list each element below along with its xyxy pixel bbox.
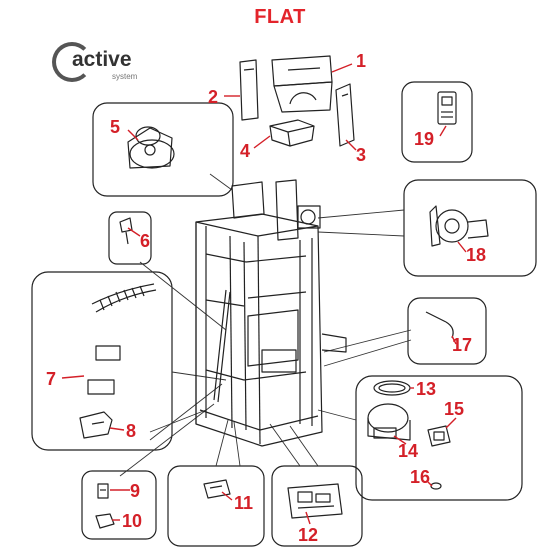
callout-box-9-10 (81, 470, 157, 540)
part-10-fuse-block (95, 513, 115, 529)
callout-box-5 (92, 102, 234, 197)
part-19-control-panel (437, 91, 457, 125)
part-13-gasket-ring (373, 380, 411, 396)
part-label-13: 13 (416, 379, 437, 399)
part-1-top-cover (271, 55, 333, 113)
part-6-fixing (119, 217, 133, 245)
part-14-exhaust-motor (367, 403, 411, 441)
part-3-right-panel (335, 83, 355, 147)
part-18-blower (429, 205, 489, 247)
part-label-15: 15 (444, 399, 465, 419)
part-4-firepot (269, 119, 315, 147)
part-label-14: 14 (398, 441, 419, 461)
callout-box-17 (407, 297, 487, 365)
part-label-17: 17 (452, 335, 473, 355)
part-2-left-panel (239, 59, 259, 121)
callout-box-19 (401, 81, 473, 163)
callout-box-6 (108, 211, 152, 265)
part-12-control-board (287, 483, 343, 519)
brand-logo: active system (52, 42, 152, 90)
part-17-temperature-probe (425, 311, 454, 339)
part-label-18: 18 (466, 245, 487, 265)
callout-box-13-16 (355, 375, 523, 501)
leader-lines (119, 173, 412, 477)
label-arrows (61, 63, 467, 525)
part-15-gasket-plate (427, 425, 451, 447)
part-label-19: 19 (414, 129, 435, 149)
part-11-thermostat (203, 479, 231, 499)
part-7-auger (87, 283, 157, 395)
part-label-8: 8 (126, 421, 137, 441)
part-label-1: 1 (356, 51, 367, 71)
callout-box-18 (403, 179, 537, 277)
part-label-6: 6 (140, 231, 151, 251)
callout-box-7-8 (31, 271, 173, 451)
part-label-10: 10 (122, 511, 143, 531)
part-label-4: 4 (240, 141, 251, 161)
part-16-grommet (430, 482, 442, 490)
part-label-7: 7 (46, 369, 57, 389)
stove-frame (195, 179, 347, 447)
part-label-5: 5 (110, 117, 121, 137)
part-label-11: 11 (234, 493, 254, 513)
callout-box-12 (271, 465, 363, 547)
logo-wordmark: active (72, 48, 132, 71)
logo-ring-icon (52, 42, 92, 82)
logo-subtext: system (112, 72, 138, 81)
part-label-12: 12 (298, 525, 319, 545)
part-9-switch (97, 483, 109, 499)
part-8-auger-motor (79, 411, 113, 439)
part-label-2: 2 (208, 87, 219, 107)
diagram-title: FLAT (254, 6, 306, 28)
part-label-16: 16 (410, 467, 431, 487)
part-label-3: 3 (356, 145, 367, 165)
part-label-9: 9 (130, 481, 141, 501)
part-5-exhaust-fan (127, 126, 175, 169)
